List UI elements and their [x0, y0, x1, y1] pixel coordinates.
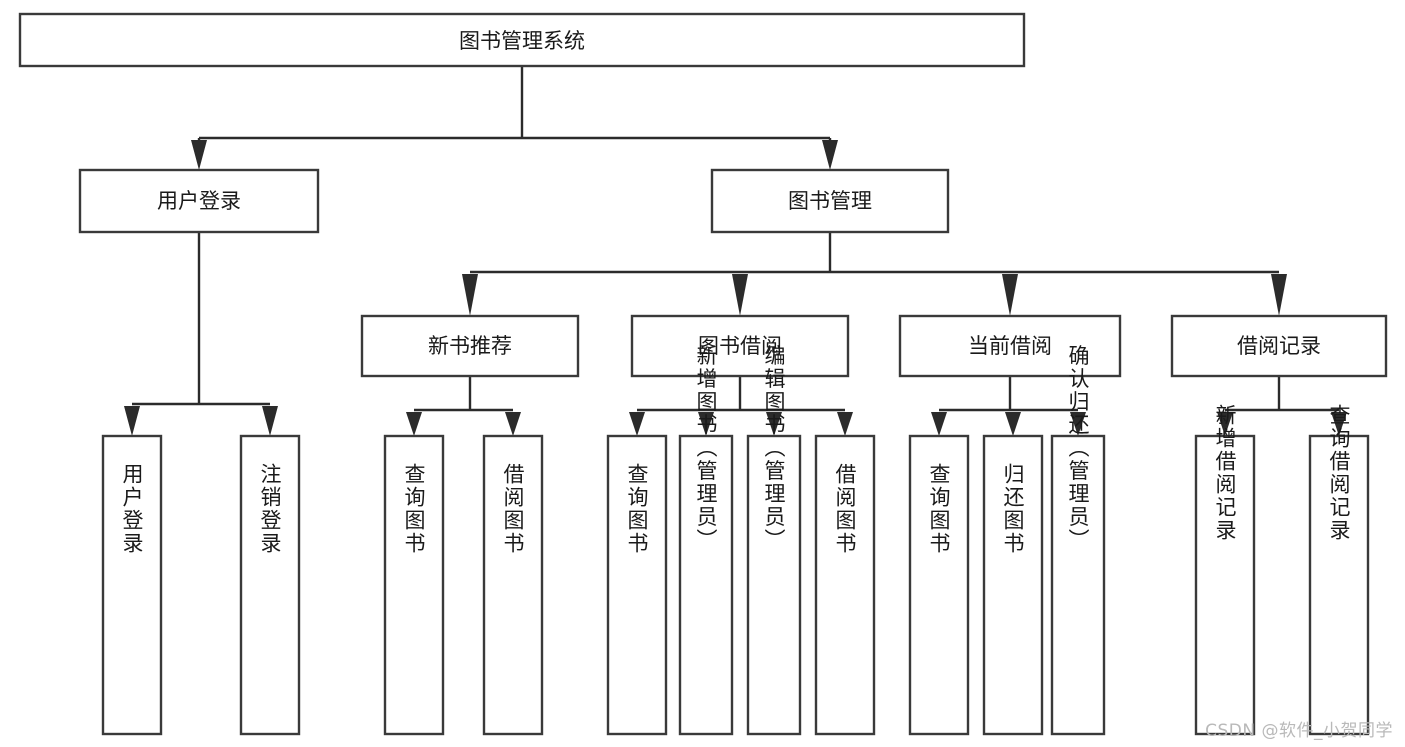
node-leaf-add-record[interactable]: 新增借阅记录 [1194, 404, 1256, 736]
arrow-head-new-book-rec [462, 274, 478, 316]
node-new-book-rec-label: 新书推荐 [428, 334, 512, 358]
node-user-login-label: 用户登录 [157, 189, 241, 213]
connector-group-book-manage [462, 232, 1287, 316]
connector-group-user-login [124, 232, 278, 436]
arrow-head-book-manage [822, 140, 838, 170]
node-root[interactable]: 图书管理系统 [18, 12, 1026, 68]
connector-group-current-borrow [931, 376, 1086, 436]
node-user-login[interactable]: 用户登录 [78, 168, 320, 234]
node-leaf-query-book-1[interactable]: 查询图书 [383, 434, 445, 736]
node-leaf-borrow-book-1-box[interactable] [482, 434, 544, 736]
node-leaf-query-record-box[interactable] [1308, 434, 1370, 736]
connector-group-book-borrow [629, 376, 853, 436]
node-leaf-add-record-label: 新增借阅记录 [1213, 404, 1237, 542]
node-book-borrow-label: 图书借阅 [698, 334, 782, 358]
node-leaf-add-book-box[interactable] [678, 434, 734, 736]
node-book-borrow[interactable]: 图书借阅 [630, 314, 850, 378]
node-root-label: 图书管理系统 [459, 29, 585, 53]
node-leaf-borrow-book-1[interactable]: 借阅图书 [482, 434, 544, 736]
node-leaf-borrow-book-2[interactable]: 借阅图书 [814, 434, 876, 736]
arrow-head-borrow-record [1271, 274, 1287, 316]
arrow-head-current-borrow [1002, 274, 1018, 316]
node-leaf-query-book-3-box[interactable] [908, 434, 970, 736]
arrow-head-leaf-borrow-book-1 [505, 412, 521, 436]
node-leaf-query-book-1-box[interactable] [383, 434, 445, 736]
node-borrow-record-label: 借阅记录 [1237, 334, 1321, 358]
node-leaf-logout-label: 注销登录 [258, 463, 282, 555]
node-current-borrow-label: 当前借阅 [968, 334, 1052, 358]
arrow-head-leaf-return-book [1005, 412, 1021, 436]
arrow-head-leaf-borrow-book-2 [837, 412, 853, 436]
node-leaf-return-book-label: 归还图书 [1001, 463, 1025, 555]
connector-group-new-book-rec [406, 376, 521, 436]
node-root-box[interactable] [18, 12, 1026, 68]
node-leaf-query-record[interactable]: 查询借阅记录 [1308, 404, 1370, 736]
node-leaf-borrow-book-1-label: 借阅图书 [501, 463, 525, 555]
node-leaf-confirm-return-box[interactable] [1050, 434, 1106, 736]
node-leaf-borrow-book-2-box[interactable] [814, 434, 876, 736]
node-leaf-confirm-return[interactable]: 确认归还（管理员） [1050, 345, 1106, 736]
node-leaf-add-record-box[interactable] [1194, 434, 1256, 736]
node-leaf-logout[interactable]: 注销登录 [239, 434, 301, 736]
node-current-borrow[interactable]: 当前借阅 [898, 314, 1122, 378]
node-leaf-return-book-box[interactable] [982, 434, 1044, 736]
node-leaf-add-book[interactable]: 新增图书（管理员） [678, 345, 734, 736]
arrow-head-leaf-add-book [698, 412, 714, 436]
csdn-watermark: CSDN @软件_小贺同学 [1205, 721, 1393, 741]
node-book-manage-label: 图书管理 [788, 189, 872, 213]
node-leaf-confirm-return-label: 确认归还（管理员） [1066, 345, 1090, 552]
arrow-head-user-login [191, 140, 207, 170]
connector-group-root [191, 66, 838, 170]
node-leaf-query-record-label: 查询借阅记录 [1327, 404, 1351, 542]
node-borrow-record[interactable]: 借阅记录 [1170, 314, 1388, 378]
arrow-head-leaf-add-record [1217, 412, 1233, 436]
arrow-head-leaf-edit-book [766, 412, 782, 436]
arrow-head-leaf-query-book-2 [629, 412, 645, 436]
node-leaf-edit-book[interactable]: 编辑图书（管理员） [746, 345, 802, 736]
node-borrow-record-box[interactable] [1170, 314, 1388, 378]
node-new-book-rec-box[interactable] [360, 314, 580, 378]
node-current-borrow-box[interactable] [898, 314, 1122, 378]
arrow-head-leaf-query-book-3 [931, 412, 947, 436]
node-book-borrow-box[interactable] [630, 314, 850, 378]
node-leaf-edit-book-box[interactable] [746, 434, 802, 736]
node-leaf-user-login-label: 用户登录 [120, 463, 144, 555]
arrow-head-book-borrow [732, 274, 748, 316]
node-book-manage[interactable]: 图书管理 [710, 168, 950, 234]
node-leaf-user-login[interactable]: 用户登录 [101, 434, 163, 736]
arrow-head-leaf-query-book-1 [406, 412, 422, 436]
arrow-head-leaf-user-login [124, 406, 140, 436]
node-leaf-edit-book-label: 编辑图书（管理员） [762, 345, 786, 552]
node-leaf-query-book-1-label: 查询图书 [402, 463, 426, 555]
node-leaf-add-book-label: 新增图书（管理员） [694, 345, 718, 552]
node-leaf-query-book-2[interactable]: 查询图书 [606, 434, 668, 736]
arrow-head-leaf-confirm-return [1070, 412, 1086, 436]
arrow-head-leaf-logout [262, 406, 278, 436]
node-leaf-return-book[interactable]: 归还图书 [982, 434, 1044, 736]
node-leaf-query-book-2-label: 查询图书 [625, 463, 649, 555]
node-leaf-query-book-2-box[interactable] [606, 434, 668, 736]
node-leaf-logout-box[interactable] [239, 434, 301, 736]
node-book-manage-box[interactable] [710, 168, 950, 234]
node-new-book-rec[interactable]: 新书推荐 [360, 314, 580, 378]
connector-group-borrow-record [1217, 376, 1347, 436]
node-leaf-query-book-3[interactable]: 查询图书 [908, 434, 970, 736]
node-leaf-borrow-book-2-label: 借阅图书 [833, 463, 857, 555]
node-user-login-box[interactable] [78, 168, 320, 234]
node-leaf-query-book-3-label: 查询图书 [927, 463, 951, 555]
arrow-head-leaf-query-record [1331, 412, 1347, 436]
node-leaf-user-login-box[interactable] [101, 434, 163, 736]
